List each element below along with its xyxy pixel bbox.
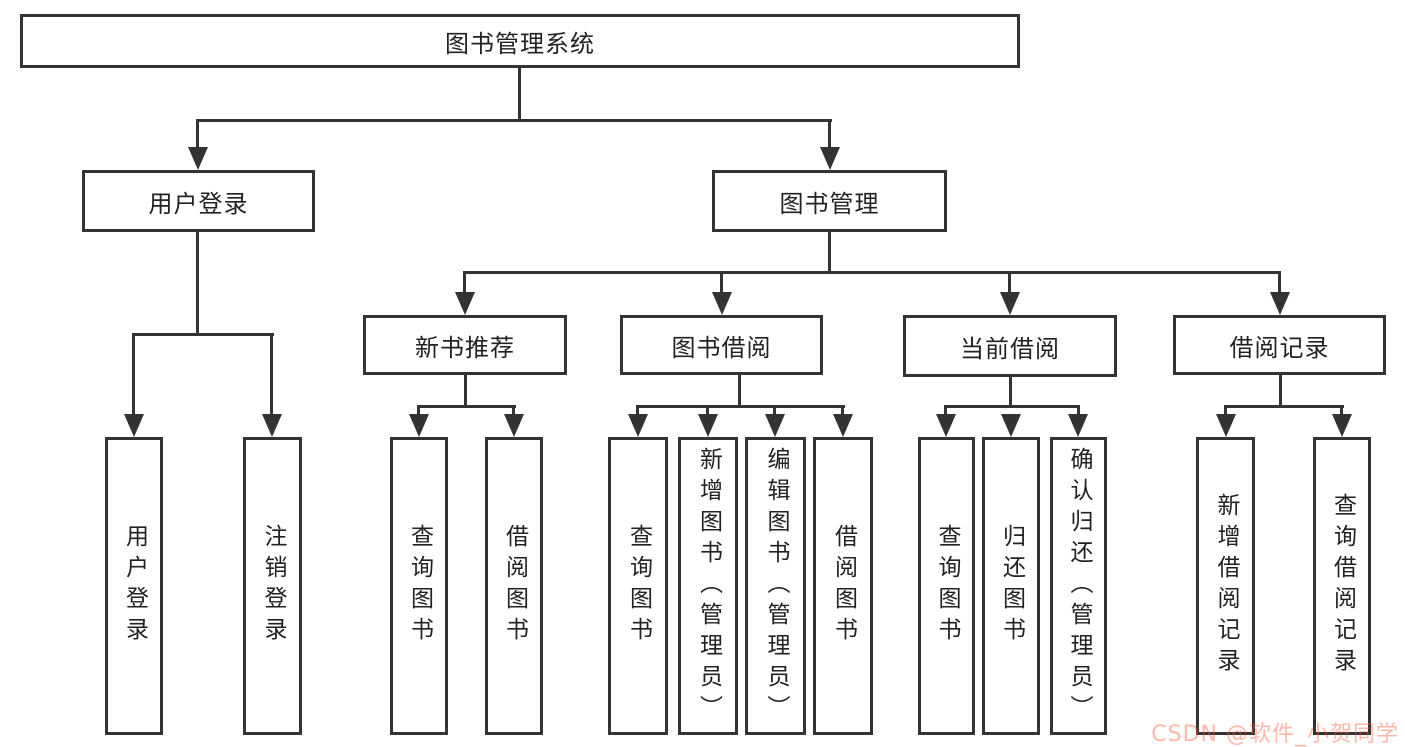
arrowhead-down-icon [712, 292, 732, 315]
arrowhead-down-icon [262, 414, 282, 437]
connector-line [1077, 405, 1080, 419]
connector-line [417, 405, 420, 419]
leaf-label: 查询图书 [406, 524, 433, 648]
connector-line [944, 405, 947, 419]
connector-line [1340, 405, 1343, 419]
leaf-borrow-books-recommend: 借阅图书 [485, 437, 543, 735]
node-label: 当前借阅 [960, 334, 1060, 363]
arrowhead-down-icon [1332, 414, 1352, 437]
connector-line [464, 375, 467, 408]
connector-line [132, 333, 135, 418]
leaf-label: 新增借阅记录 [1213, 493, 1239, 679]
leaf-label: 借阅图书 [830, 524, 857, 648]
leaf-add-borrow-record: 新增借阅记录 [1196, 437, 1255, 735]
connector-line [196, 232, 199, 336]
connector-line [1224, 405, 1227, 419]
node-borrowing-records: 借阅记录 [1173, 315, 1386, 375]
arrowhead-down-icon [936, 414, 956, 437]
leaf-label: 查询图书 [625, 524, 652, 648]
leaf-confirm-return-admin: 确认归还（管理员） [1050, 437, 1107, 735]
leaf-logout: 注销登录 [243, 437, 302, 735]
connector-line [636, 405, 639, 419]
node-label: 图书借阅 [671, 333, 772, 362]
connector-line [828, 232, 831, 273]
leaf-query-borrow-record: 查询借阅记录 [1313, 437, 1371, 735]
node-label: 图书管理系统 [445, 29, 595, 58]
arrowhead-down-icon [765, 414, 785, 437]
leaf-query-books-recommend: 查询图书 [390, 437, 448, 735]
leaf-user-login: 用户登录 [105, 437, 163, 735]
leaf-label: 用户登录 [121, 524, 148, 648]
connector-line [518, 68, 521, 121]
leaf-query-books-current: 查询图书 [918, 437, 975, 735]
connector-line [463, 271, 466, 297]
connector-line [828, 119, 831, 152]
leaf-add-books-admin: 新增图书（管理员） [678, 437, 738, 735]
connector-line [196, 119, 199, 152]
arrowhead-down-icon [698, 414, 718, 437]
node-label: 用户登录 [148, 189, 249, 218]
arrowhead-down-icon [1216, 414, 1236, 437]
arrowhead-down-icon [1001, 414, 1021, 437]
arrowhead-down-icon [820, 147, 840, 170]
leaf-label: 归还图书 [998, 524, 1025, 648]
leaf-query-books-borrowing: 查询图书 [608, 437, 668, 735]
connector-line [196, 119, 832, 122]
connector-line [841, 405, 844, 419]
connector-line [270, 333, 273, 418]
leaf-label: 借阅图书 [501, 524, 528, 648]
node-label: 新书推荐 [415, 333, 515, 362]
arrowhead-down-icon [1068, 414, 1088, 437]
node-user-login: 用户登录 [82, 170, 315, 232]
node-book-borrowing: 图书借阅 [620, 315, 823, 375]
connector-line [1008, 271, 1011, 297]
leaf-label: 查询借阅记录 [1329, 493, 1356, 679]
arrowhead-down-icon [409, 414, 429, 437]
node-library-system: 图书管理系统 [20, 14, 1020, 68]
connector-line [944, 405, 1080, 408]
leaf-return-books: 归还图书 [982, 437, 1040, 735]
watermark-csdn: CSDN @软件_小贺同学 [1151, 722, 1399, 747]
leaf-borrow-books-borrowing: 借阅图书 [813, 437, 873, 735]
leaf-label: 新增图书（管理员） [695, 446, 722, 726]
connector-line [1279, 375, 1282, 408]
connector-line [512, 405, 515, 419]
connector-line [636, 405, 845, 408]
connector-line [706, 405, 709, 419]
leaf-label: 注销登录 [260, 524, 286, 648]
leaf-edit-books-admin: 编辑图书（管理员） [745, 437, 806, 735]
node-current-borrowing: 当前借阅 [903, 315, 1117, 377]
connector-line [132, 333, 274, 336]
arrowhead-down-icon [628, 414, 648, 437]
node-book-management: 图书管理 [712, 170, 947, 232]
arrowhead-down-icon [1270, 292, 1290, 315]
arrowhead-down-icon [188, 147, 208, 170]
node-label: 借阅记录 [1229, 333, 1330, 362]
connector-line [1224, 405, 1344, 408]
connector-line [773, 405, 776, 419]
connector-line [417, 405, 516, 408]
arrowhead-down-icon [455, 292, 475, 315]
connector-line [720, 271, 723, 297]
arrowhead-down-icon [833, 414, 853, 437]
leaf-label: 确认归还（管理员） [1066, 446, 1092, 726]
arrowhead-down-icon [504, 414, 524, 437]
connector-line [738, 375, 741, 408]
connector-line [1278, 271, 1281, 297]
connector-line [463, 271, 1281, 274]
connector-line [1009, 377, 1012, 408]
arrowhead-down-icon [1000, 292, 1020, 315]
node-new-book-recommendation: 新书推荐 [363, 315, 567, 375]
leaf-label: 编辑图书（管理员） [763, 446, 789, 726]
leaf-label: 查询图书 [934, 524, 960, 648]
arrowhead-down-icon [124, 414, 144, 437]
node-label: 图书管理 [779, 189, 880, 218]
